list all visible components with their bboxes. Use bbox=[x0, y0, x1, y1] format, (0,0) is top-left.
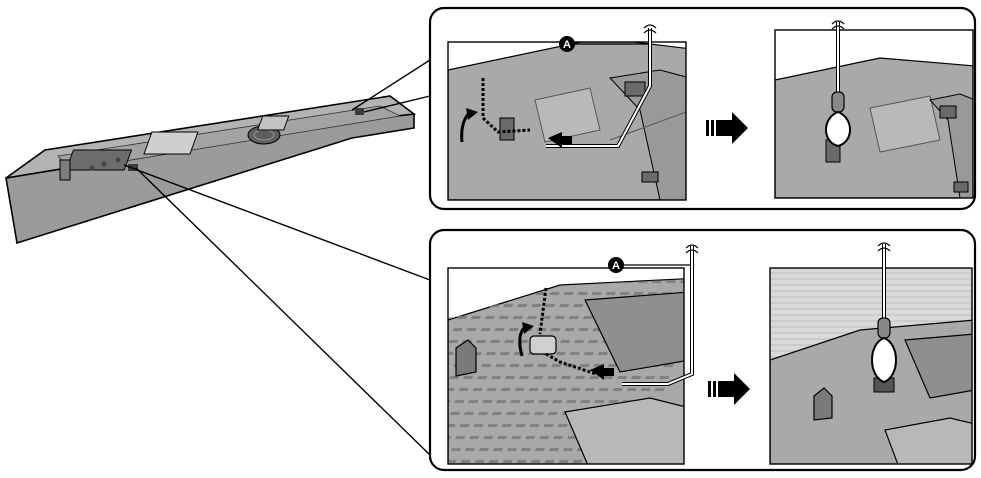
leader-line-top-b bbox=[363, 95, 431, 113]
bottom-step-panel-frame bbox=[447, 267, 685, 465]
soundbar-panel bbox=[143, 131, 199, 155]
cord-loop bbox=[825, 110, 851, 148]
bottom-result-panel-frame bbox=[769, 267, 973, 465]
cord-clip bbox=[831, 91, 845, 113]
top-result-panel-frame bbox=[774, 29, 974, 199]
soundbar-overview bbox=[5, 95, 417, 245]
arrow-left-icon bbox=[590, 364, 614, 380]
cord-clip bbox=[877, 317, 891, 339]
marker-a-top bbox=[559, 36, 575, 52]
marker-a-bottom bbox=[608, 257, 624, 273]
leader-line-bottom-a bbox=[123, 164, 431, 281]
foot-bracket bbox=[455, 339, 477, 377]
arrow-left-icon bbox=[548, 132, 572, 148]
marker-a-top-label: A bbox=[563, 39, 571, 51]
leader-line-bottom-b bbox=[135, 167, 431, 456]
marker-a-bottom-label: A bbox=[612, 260, 620, 272]
bottom-result-cord bbox=[871, 242, 897, 384]
bottom-result-panel bbox=[770, 268, 972, 464]
bottom-hook-spot bbox=[128, 164, 138, 171]
cord-loop bbox=[871, 336, 897, 384]
bottom-step-panel bbox=[448, 278, 684, 464]
leader-line-top-a bbox=[351, 59, 431, 111]
top-result-cord bbox=[825, 20, 851, 148]
soundbar-compartment bbox=[65, 149, 133, 171]
top-result-panel bbox=[775, 57, 973, 198]
bottom-cord bbox=[538, 244, 699, 386]
curved-arrow-head bbox=[466, 108, 478, 120]
top-cord bbox=[481, 24, 657, 148]
arrow-right-icon bbox=[708, 373, 750, 405]
top-hook-spot bbox=[355, 108, 364, 115]
foot-left bbox=[59, 159, 71, 181]
arrow-right-icon bbox=[706, 112, 748, 144]
callout-lines bbox=[123, 59, 431, 456]
top-step-panel bbox=[448, 42, 686, 200]
